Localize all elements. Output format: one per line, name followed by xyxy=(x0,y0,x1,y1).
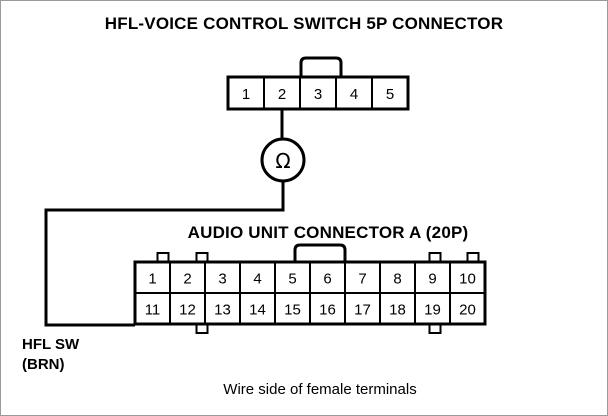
audio-pin-20[interactable]: 20 xyxy=(459,302,476,319)
audio-pin-11[interactable]: 11 xyxy=(145,302,161,319)
audio-pin-3[interactable]: 3 xyxy=(218,271,226,288)
switch-connector-latch-icon xyxy=(299,56,343,77)
ohm-symbol-icon: Ω xyxy=(275,149,290,173)
audio-latch-tab xyxy=(293,243,347,262)
audio-pin-4[interactable]: 4 xyxy=(253,271,261,288)
hfl-sw-wire-label: HFL SW xyxy=(22,336,80,353)
switch-connector-outline xyxy=(226,75,410,111)
audio-pin-12[interactable]: 12 xyxy=(179,302,196,319)
audio-pin-7[interactable]: 7 xyxy=(358,271,366,288)
switch-pin-3[interactable]: 3 xyxy=(314,86,322,103)
switch-pin-5[interactable]: 5 xyxy=(386,86,394,103)
audio-pin-14[interactable]: 14 xyxy=(249,302,266,319)
switch-pin-4[interactable]: 4 xyxy=(350,86,358,103)
audio-pin-18[interactable]: 18 xyxy=(389,302,406,319)
audio-pin-19[interactable]: 19 xyxy=(424,302,441,319)
audio-pin-13[interactable]: 13 xyxy=(214,302,231,319)
audio-pin-9[interactable]: 9 xyxy=(428,271,436,288)
hfl-sw-brn-wire xyxy=(44,181,285,327)
audio-pin-2[interactable]: 2 xyxy=(183,271,191,288)
audio-pin-1[interactable]: 1 xyxy=(148,271,156,288)
switch-latch-tab xyxy=(299,56,343,77)
audio-pin-15[interactable]: 15 xyxy=(284,302,301,319)
switch-connector-pin-labels: 1 2 3 4 5 xyxy=(242,86,394,103)
audio-pin-16[interactable]: 16 xyxy=(319,302,336,319)
hfl-voice-control-switch-5p-connector[interactable]: 1 2 3 4 5 xyxy=(226,56,410,111)
audio-connector-tabs xyxy=(156,252,480,334)
audio-pin-10[interactable]: 10 xyxy=(459,271,476,288)
audio-unit-connector-heading: AUDIO UNIT CONNECTOR A (20P) xyxy=(188,223,469,242)
audio-pin-8[interactable]: 8 xyxy=(393,271,401,288)
audio-connector-body xyxy=(133,260,487,326)
switch-connector-body xyxy=(226,75,410,111)
hfl-sw-wire-color-label: (BRN) xyxy=(22,356,65,373)
diagram-caption: Wire side of female terminals xyxy=(223,381,416,398)
switch-pin-1[interactable]: 1 xyxy=(242,86,250,103)
audio-pin-5[interactable]: 5 xyxy=(288,271,296,288)
audio-connector-latch-icon xyxy=(293,243,347,262)
audio-pin-6[interactable]: 6 xyxy=(323,271,331,288)
audio-pin-17[interactable]: 17 xyxy=(354,302,371,319)
switch-pin-2[interactable]: 2 xyxy=(278,86,286,103)
page-title: HFL-VOICE CONTROL SWITCH 5P CONNECTOR xyxy=(105,14,503,33)
